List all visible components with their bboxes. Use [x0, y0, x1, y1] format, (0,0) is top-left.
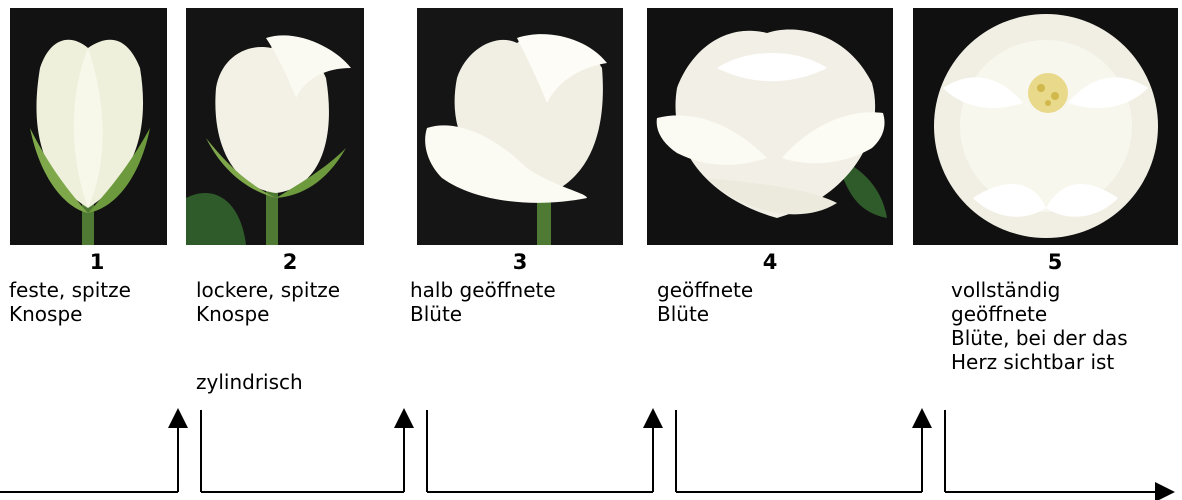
stage-label: vollständig geöffnete Blüte, bei der das… — [951, 278, 1128, 374]
stage-number: 2 — [275, 250, 305, 274]
stage-number: 4 — [755, 250, 785, 274]
rose-half-open-photo — [417, 8, 623, 245]
rose-fully-open-photo — [913, 8, 1178, 245]
stage-number: 3 — [505, 250, 535, 274]
rose-open-photo — [647, 8, 893, 245]
rose-loose-bud-photo — [186, 8, 364, 245]
rose-bud-photo — [10, 8, 167, 245]
stage-number: 5 — [1040, 250, 1070, 274]
stage-label: lockere, spitze Knospe — [196, 278, 340, 326]
stage-note: zylindrisch — [196, 370, 303, 394]
stage-label: feste, spitze Knospe — [9, 278, 131, 326]
stage-label: halb geöffnete Blüte — [410, 278, 556, 326]
stage-number: 1 — [82, 250, 112, 274]
stage-label: geöffnete Blüte — [657, 278, 753, 326]
